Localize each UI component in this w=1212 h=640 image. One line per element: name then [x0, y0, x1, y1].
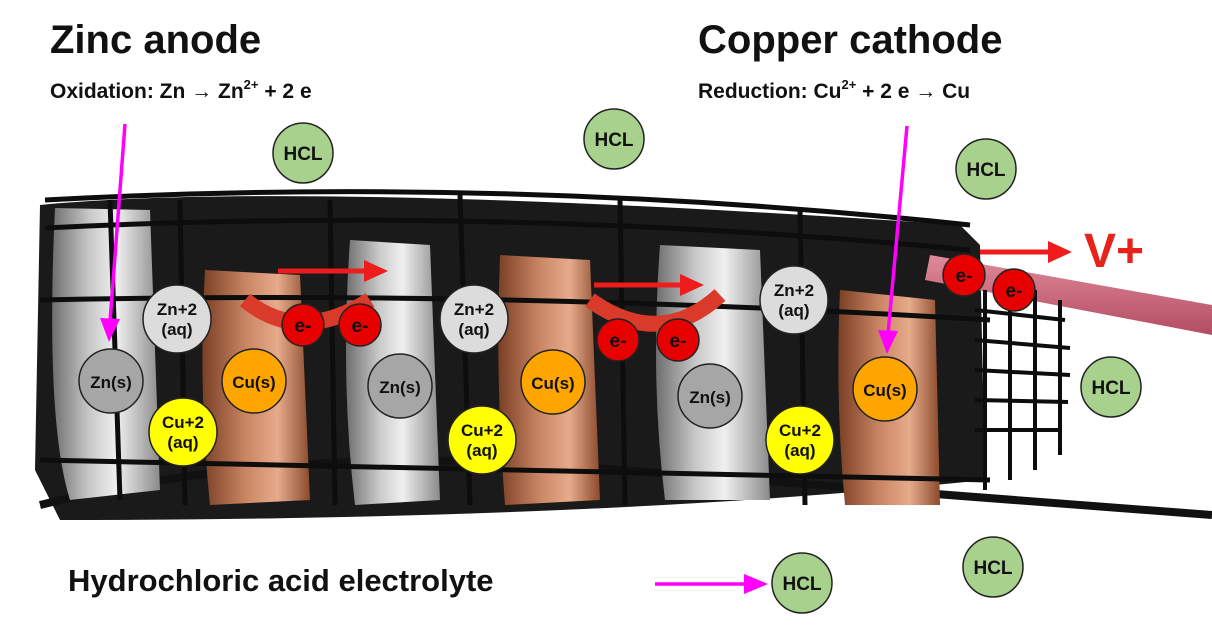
electron-label-1: e-	[281, 303, 325, 347]
electron-label-4: e-	[656, 318, 700, 362]
hcl-label-1: HCL	[272, 122, 334, 184]
cathode-pointer-arrow	[886, 125, 909, 335]
electron-flow-arrows	[278, 241, 1072, 296]
copper-solid-label-3: Cu(s)	[852, 356, 918, 422]
copper-ion-label-1: Cu+2(aq)	[148, 397, 218, 467]
svg-text:Cu(s): Cu(s)	[531, 374, 574, 393]
reduction-charge: 2+	[841, 76, 857, 92]
svg-text:e-: e-	[295, 316, 312, 337]
svg-text:Zn+2: Zn+2	[774, 281, 814, 300]
zinc-solid-label-1: Zn(s)	[78, 348, 144, 414]
reduction-equation-suffix: + 2 e → Cu	[856, 80, 971, 103]
hcl-label-5: HCL	[962, 536, 1024, 598]
svg-text:HCL: HCL	[283, 144, 322, 165]
svg-text:Zn(s): Zn(s)	[689, 388, 731, 407]
anode-pointer-arrow	[108, 123, 127, 323]
cathode-title: Copper cathode	[698, 18, 1003, 62]
electron-label-2: e-	[338, 303, 382, 347]
reduction-equation-prefix: Reduction: Cu	[698, 80, 842, 103]
svg-text:Zn+2: Zn+2	[157, 300, 197, 319]
zinc-ion-label-2: Zn+2(aq)	[439, 284, 509, 354]
svg-text:(aq): (aq)	[458, 320, 489, 339]
copper-ion-label-3: Cu+2(aq)	[765, 405, 835, 475]
electron-label-3: e-	[596, 318, 640, 362]
oxidation-equation-prefix: Oxidation: Zn → Zn	[50, 80, 244, 103]
zinc-solid-label-2: Zn(s)	[367, 353, 433, 419]
oxidation-equation-suffix: + 2 e	[258, 80, 312, 103]
copper-ion-label-2: Cu+2(aq)	[447, 405, 517, 475]
svg-text:(aq): (aq)	[784, 441, 815, 460]
hcl-label-6: HCL	[771, 552, 833, 614]
svg-text:e-: e-	[610, 331, 627, 352]
hcl-label-4: HCL	[1080, 356, 1142, 418]
zinc-ion-label-3: Zn+2(aq)	[759, 265, 829, 335]
svg-text:(aq): (aq)	[161, 320, 192, 339]
zinc-solid-label-3: Zn(s)	[677, 363, 743, 429]
electron-label-6: e-	[992, 268, 1036, 312]
species-labels: HCL HCL HCL HCL HCL HCL Zn(s) Zn(s) Zn(s…	[78, 108, 1142, 614]
zinc-ion-label-1: Zn+2(aq)	[142, 284, 212, 354]
svg-text:Zn(s): Zn(s)	[90, 373, 132, 392]
svg-text:e-: e-	[352, 316, 369, 337]
svg-text:e-: e-	[1006, 281, 1023, 302]
cell-bridge-2	[585, 288, 726, 332]
copper-solid-label-1: Cu(s)	[221, 348, 287, 414]
svg-text:Cu(s): Cu(s)	[232, 373, 275, 392]
svg-text:(aq): (aq)	[466, 441, 497, 460]
svg-text:(aq): (aq)	[778, 301, 809, 320]
svg-text:Cu+2: Cu+2	[461, 421, 503, 440]
svg-text:Zn(s): Zn(s)	[379, 378, 421, 397]
svg-text:HCL: HCL	[1091, 378, 1130, 399]
svg-text:Zn+2: Zn+2	[454, 300, 494, 319]
svg-text:HCL: HCL	[973, 558, 1012, 579]
positive-wire	[925, 255, 1212, 335]
oxidation-equation: Oxidation: Zn → Zn2+ + 2 e	[50, 76, 312, 104]
electron-label-5: e-	[942, 253, 986, 297]
anode-title: Zinc anode	[50, 18, 262, 62]
oxidation-charge: 2+	[243, 76, 259, 92]
svg-text:HCL: HCL	[966, 160, 1005, 181]
svg-text:HCL: HCL	[782, 574, 821, 595]
svg-text:Cu+2: Cu+2	[779, 421, 821, 440]
svg-text:Cu+2: Cu+2	[162, 413, 204, 432]
hcl-label-2: HCL	[583, 108, 645, 170]
end-mesh	[974, 285, 1071, 490]
hcl-label-3: HCL	[955, 138, 1017, 200]
copper-solid-label-2: Cu(s)	[520, 349, 586, 415]
svg-text:e-: e-	[956, 266, 973, 287]
svg-text:HCL: HCL	[594, 130, 633, 151]
positive-terminal-label: V+	[1084, 225, 1145, 278]
svg-text:e-: e-	[670, 331, 687, 352]
svg-text:Cu(s): Cu(s)	[863, 381, 906, 400]
reduction-equation: Reduction: Cu2+ + 2 e → Cu	[698, 76, 971, 104]
pointer-arrows	[100, 123, 909, 594]
electrolyte-label: Hydrochloric acid electrolyte	[68, 563, 494, 598]
svg-text:(aq): (aq)	[167, 433, 198, 452]
